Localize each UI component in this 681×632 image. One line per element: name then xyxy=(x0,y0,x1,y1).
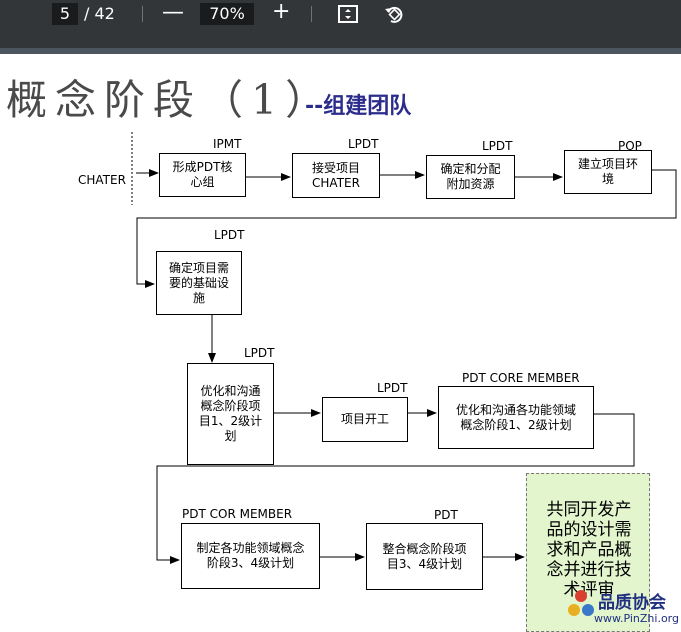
role-label: LPDT xyxy=(244,346,275,360)
page-number-input[interactable]: 5 xyxy=(52,3,78,25)
arrow-node8-to-node9 xyxy=(156,413,635,564)
rotate-icon[interactable] xyxy=(383,3,405,25)
toolbar-divider xyxy=(142,6,143,22)
role-label: LPDT xyxy=(377,381,408,395)
watermark-logo-icon xyxy=(568,590,594,616)
zoom-out-button[interactable]: — xyxy=(162,0,184,25)
role-label: PDT xyxy=(434,508,458,522)
flow-node: 项目开工 xyxy=(322,397,408,442)
flow-node-highlight: 共同开发产品的设计需求和产品概念并进行技术评审 xyxy=(526,473,650,632)
flow-node: 制定各功能领域概念阶段3、4级计划 xyxy=(181,523,320,589)
role-label: LPDT xyxy=(482,139,513,153)
flow-node: 形成PDT核心组 xyxy=(159,153,246,197)
zoom-level-input[interactable]: 70% xyxy=(200,3,254,25)
role-label: LPDT xyxy=(348,137,379,151)
flow-node: 优化和沟通各功能领域概念阶段1、2级计划 xyxy=(438,386,594,449)
page-total: / 42 xyxy=(84,4,115,23)
flow-node: 确定项目需要的基础设施 xyxy=(156,251,242,315)
role-label: PDT COR MEMBER xyxy=(182,507,293,521)
flow-node: 建立项目环境 xyxy=(564,150,652,194)
toolbar-divider xyxy=(311,6,312,22)
fit-page-icon[interactable] xyxy=(337,3,359,25)
role-label: POP xyxy=(618,139,642,153)
pdf-toolbar: 5 / 42 — 70% + xyxy=(0,0,681,54)
zoom-in-button[interactable]: + xyxy=(272,0,291,24)
arrow-node4-to-node5 xyxy=(136,169,677,288)
slide-title: 概念阶段（1） xyxy=(6,76,335,124)
flow-node: 优化和沟通概念阶段项目1、2级计划 xyxy=(187,363,274,465)
role-label: IPMT xyxy=(213,137,242,151)
toolbar-shadow xyxy=(0,48,681,54)
slide-subtitle: --组建团队 xyxy=(305,94,412,119)
role-label: PDT CORE MEMBER xyxy=(462,371,580,385)
watermark-text: 品质协会 xyxy=(598,593,666,613)
role-label: LPDT xyxy=(214,228,245,242)
flow-node: 确定和分配附加资源 xyxy=(426,155,515,199)
flow-node: 接受项目CHATER xyxy=(292,153,380,198)
flow-node: 整合概念阶段项目3、4级计划 xyxy=(366,523,483,590)
chater-label: CHATER xyxy=(78,173,126,187)
watermark-url: www.PinZhi.org xyxy=(594,612,679,625)
